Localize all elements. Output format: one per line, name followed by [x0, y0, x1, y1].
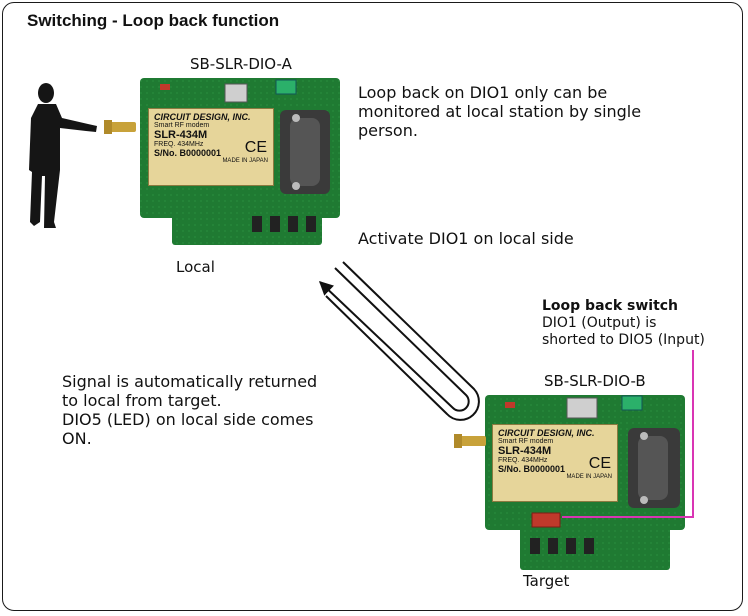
module-a-freq: FREQ. 434MHz: [154, 141, 204, 148]
note-returned-line: to local from target.: [62, 391, 222, 410]
note-monitor-line: person.: [358, 121, 418, 140]
board-a-switch: [224, 83, 248, 103]
loop-back-switch-note: Loop back switch DIO1 (Output) is shorte…: [542, 298, 705, 349]
device-b-caption: Target: [523, 572, 570, 590]
module-a-model: SLR-434M: [154, 129, 208, 141]
board-b-switch: [566, 397, 598, 419]
board-a-dio-pins: [252, 216, 316, 232]
note-returned-line: DIO5 (LED) on local side comes: [62, 410, 314, 429]
module-a-origin: MADE IN JAPAN: [222, 158, 268, 164]
module-a-brand: CIRCUIT DESIGN, INC.: [154, 112, 251, 122]
loop-back-switch-line: shorted to DIO5 (Input): [542, 332, 705, 348]
device-b-label: SB-SLR-DIO-B: [544, 372, 646, 390]
module-a-subtitle: Smart RF modem: [154, 122, 210, 129]
board-a-antenna: [110, 122, 136, 132]
note-returned-line: ON.: [62, 429, 92, 448]
module-b-ce-mark: CE: [588, 455, 611, 472]
diagram-title: Switching - Loop back function: [27, 11, 280, 30]
board-b-antenna: [460, 436, 486, 446]
loop-back-switch-line: DIO1 (Output) is: [542, 315, 657, 331]
loop-back-switch: [531, 512, 561, 528]
diagram-frame: [2, 2, 743, 611]
module-a-serial: S/No. B0000001: [154, 148, 222, 158]
module-b-freq: FREQ. 434MHz: [498, 457, 548, 464]
note-monitor: Loop back on DIO1 only can be monitored …: [358, 83, 641, 140]
device-a-label: SB-SLR-DIO-A: [190, 55, 292, 73]
module-b-serial: S/No. B0000001: [498, 464, 566, 474]
loop-arrow: [318, 261, 480, 421]
board-a-terminal: [275, 79, 297, 95]
note-activate: Activate DIO1 on local side: [358, 229, 574, 248]
module-a-ce-mark: CE: [244, 139, 267, 156]
module-b-subtitle: Smart RF modem: [498, 438, 554, 445]
switch-pointer-line: [562, 350, 694, 518]
note-returned-line: Signal is automatically returned: [62, 372, 318, 391]
module-a: CIRCUIT DESIGN, INC. Smart RF modem SLR-…: [148, 108, 274, 186]
note-monitor-line: Loop back on DIO1 only can be: [358, 83, 608, 102]
module-b-model: SLR-434M: [498, 445, 552, 457]
note-returned: Signal is automatically returned to loca…: [62, 372, 317, 448]
device-a-caption: Local: [176, 258, 215, 276]
board-b-dio-pins: [530, 538, 594, 554]
note-monitor-line: monitored at local station by single: [358, 102, 642, 121]
loop-back-switch-title: Loop back switch: [542, 298, 679, 314]
person-silhouette: [29, 83, 97, 228]
module-b-brand: CIRCUIT DESIGN, INC.: [498, 428, 595, 438]
module-b: CIRCUIT DESIGN, INC. Smart RF modem SLR-…: [492, 424, 618, 502]
module-b-origin: MADE IN JAPAN: [566, 474, 612, 480]
board-b-terminal: [621, 395, 643, 411]
